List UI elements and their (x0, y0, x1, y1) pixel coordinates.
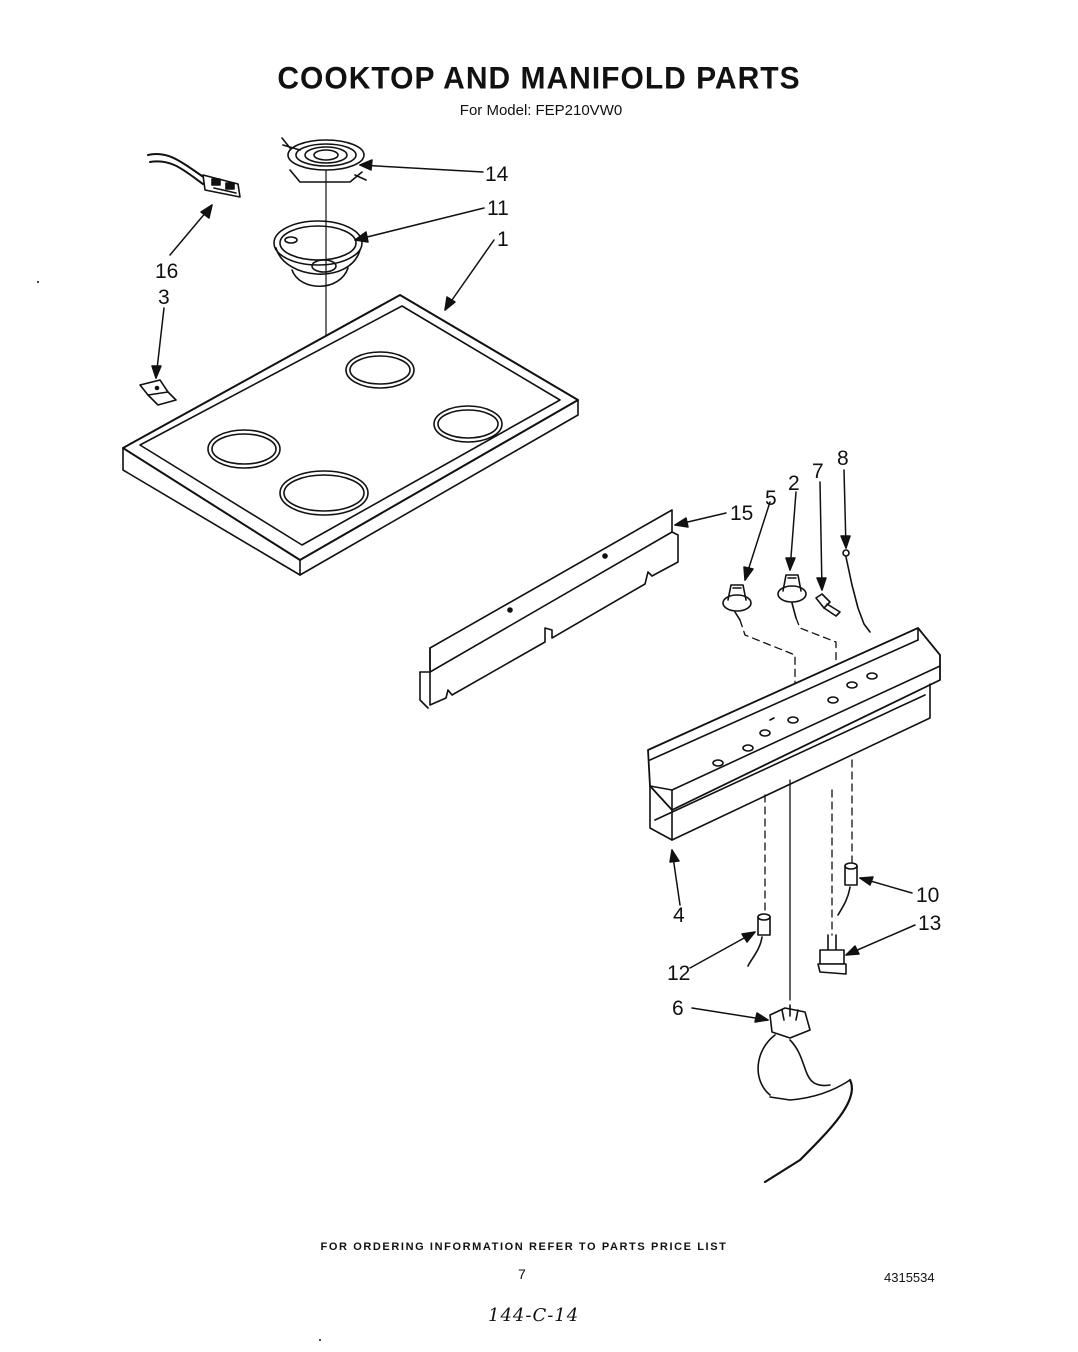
document-number: 4315534 (884, 1270, 935, 1285)
terminal-block-part (147, 153, 241, 198)
callout-6: 6 (672, 997, 684, 1020)
switch-part-13 (817, 934, 847, 975)
page-number: 7 (518, 1266, 526, 1282)
indicator-rod-part-8 (842, 549, 871, 633)
callout-3: 3 (158, 286, 170, 309)
handwritten-note: 144-C-14 (488, 1305, 580, 1326)
callout-13: 13 (918, 912, 941, 935)
drip-bowl-part (273, 220, 363, 288)
callout-16: 16 (155, 260, 178, 283)
callout-7: 7 (812, 460, 824, 483)
callout-10: 10 (916, 884, 939, 907)
model-number: FEP210VW0 (535, 102, 623, 119)
ordering-info-note: FOR ORDERING INFORMATION REFER TO PARTS … (320, 1241, 728, 1253)
rear-panel-part (419, 509, 679, 709)
lamp-socket-part-12 (747, 913, 771, 967)
callout-5: 5 (765, 487, 777, 510)
cooktop-part (122, 294, 579, 576)
bracket-part (139, 379, 177, 406)
callout-15: 15 (730, 502, 753, 525)
callout-4: 4 (673, 904, 685, 927)
model-line: For Model:FEP210VW0 (0, 102, 1078, 119)
callout-2: 2 (788, 472, 800, 495)
page-title: COOKTOP AND MANIFOLD PARTS (277, 61, 801, 96)
callout-11: 11 (487, 197, 509, 220)
callout-8: 8 (837, 447, 849, 470)
surface-element-part (281, 137, 367, 183)
callout-12: 12 (667, 962, 690, 985)
callout-1: 1 (497, 228, 509, 251)
switch-knob-part-7 (815, 593, 841, 617)
model-label: For Model: (459, 102, 532, 119)
knob-part-5 (722, 584, 752, 621)
knob-part-2 (777, 574, 807, 619)
manifold-panel-part (647, 627, 941, 841)
infinite-switch-part-6 (757, 1004, 853, 1184)
callout-leaders (151, 159, 916, 1023)
lamp-socket-part-10 (837, 862, 858, 916)
callout-14: 14 (485, 163, 509, 186)
